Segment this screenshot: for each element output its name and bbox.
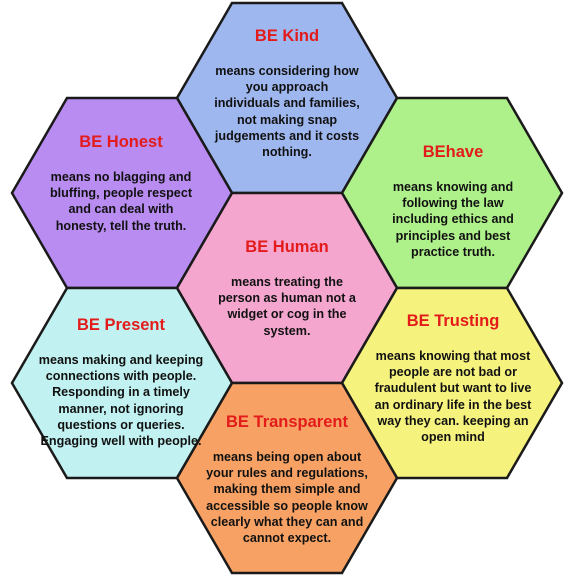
hex-transparent-body: means being open about your rules and re… (206, 450, 368, 546)
hex-trusting-title: BE Trusting (406, 312, 500, 330)
hex-trusting: BE Trusting means knowing that most peop… (370, 311, 536, 445)
hex-human-title: BE Human (245, 238, 329, 256)
hex-human: BE Human means treating the person as hu… (212, 237, 362, 339)
hex-trusting-body: means knowing that most people are not b… (374, 349, 532, 445)
hex-transparent-title: BE Transparent (226, 413, 348, 431)
hex-kind-body: means considering how you approach indiv… (214, 64, 360, 160)
hex-transparent: BE Transparent means being open about yo… (204, 412, 370, 546)
hex-honest: BE Honest means no blagging and bluffing… (46, 132, 196, 234)
hex-human-body: means treating the person as human not a… (218, 275, 356, 338)
hex-behave-body: means knowing and following the law incl… (392, 180, 514, 259)
hex-honest-title: BE Honest (79, 133, 163, 151)
hex-behave-title: BEhave (422, 143, 484, 161)
hex-behave: BEhave means knowing and following the l… (378, 142, 528, 260)
hex-honest-body: means no blagging and bluffing, people r… (49, 170, 193, 233)
hex-present: BE Present means making and keeping conn… (38, 315, 204, 449)
hex-present-body: means making and keeping connections wit… (38, 353, 204, 449)
hex-transparent-shape (175, 381, 399, 575)
hex-kind: BE Kind means considering how you approa… (212, 26, 362, 160)
hex-kind-title: BE Kind (254, 27, 320, 45)
hex-present-title: BE Present (76, 316, 166, 334)
